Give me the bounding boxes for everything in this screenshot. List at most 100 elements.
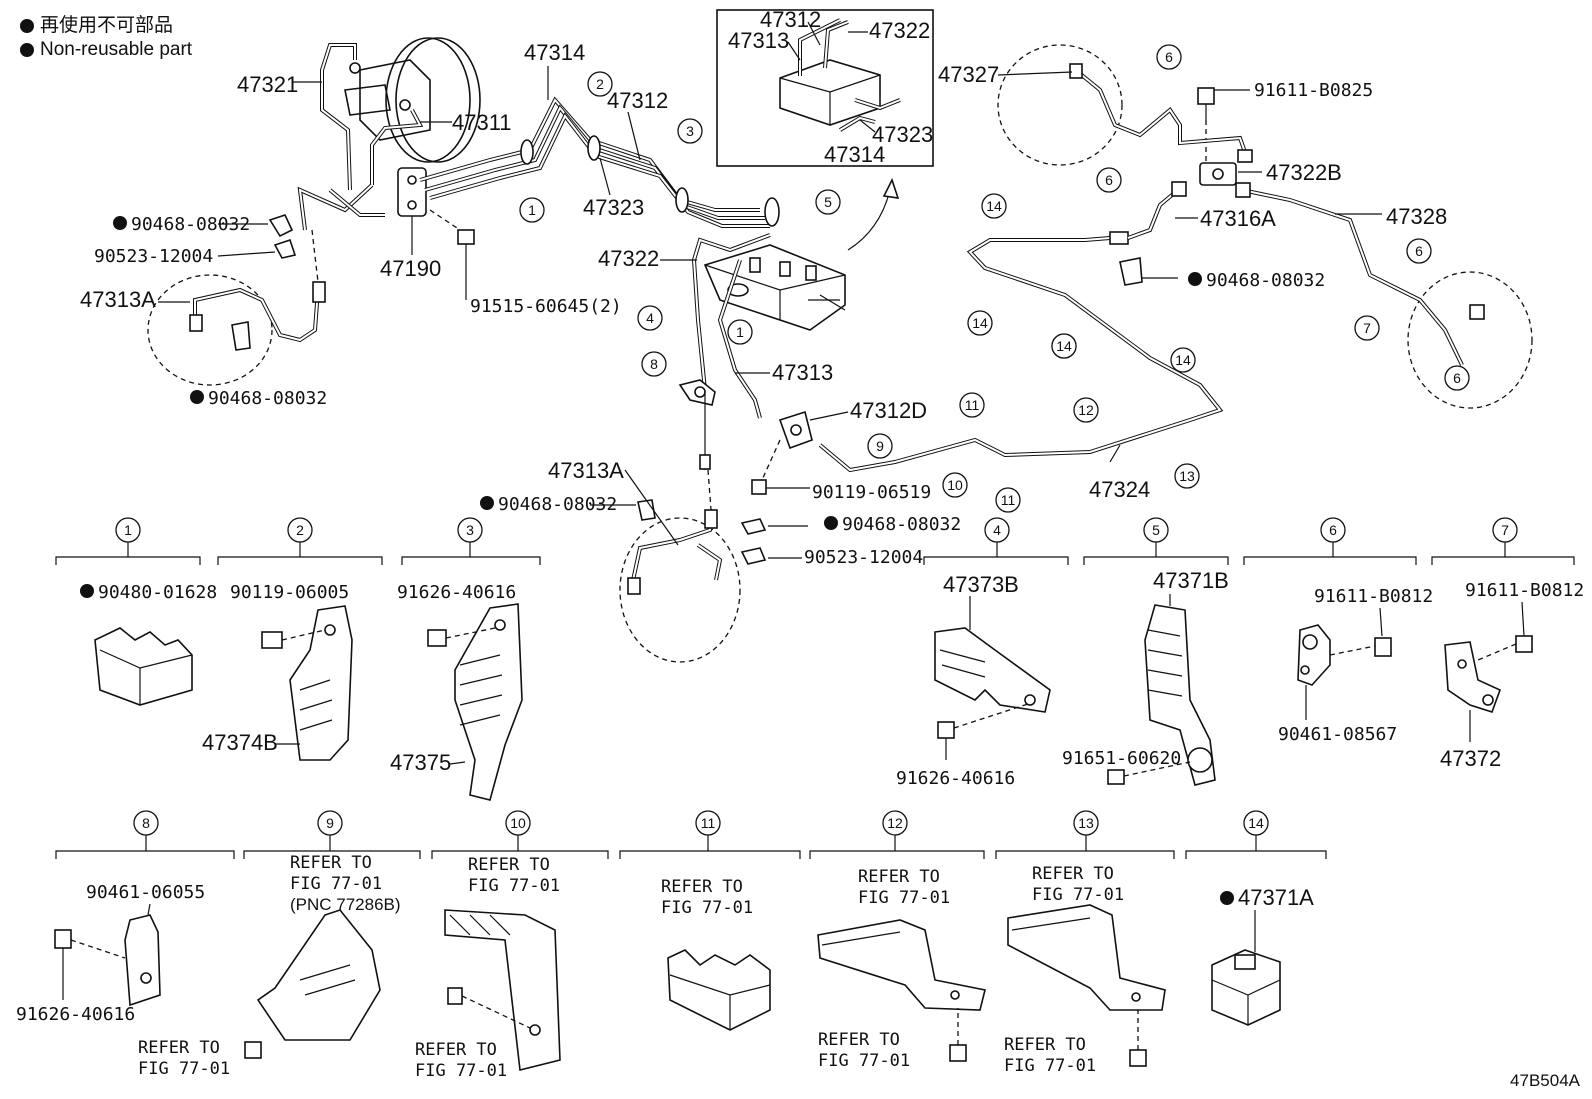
part-number-text: 90468-08032	[131, 214, 250, 235]
callout-c13: 13	[1174, 463, 1200, 489]
part-label-47322B: 47322B	[1266, 160, 1342, 185]
section-header-8: 8	[55, 810, 235, 859]
part-number-text: 91626-40616	[16, 1004, 135, 1025]
legend-text-en: Non-reusable part	[40, 39, 193, 60]
part-number-text: 90480-01628	[98, 582, 217, 603]
pipe-bundle-main	[419, 96, 780, 228]
section-number: 1	[124, 522, 132, 538]
part-number-text: 47373B	[943, 572, 1019, 597]
section-header-1: 1	[55, 517, 201, 565]
callout-c8: 8	[641, 351, 667, 377]
part-1-clamp	[94, 627, 193, 706]
part-2-bracket	[261, 605, 353, 761]
part-number-text: 47314	[524, 40, 585, 65]
pipe-left-front	[297, 183, 385, 231]
part-12-bracket	[817, 919, 986, 1062]
part-label-p6_90461: 90461-08567	[1278, 724, 1397, 745]
abs-actuator-block	[703, 244, 846, 331]
section-header-7: 7	[1431, 517, 1575, 565]
section-number: 7	[1501, 522, 1509, 538]
leader-line	[809, 411, 849, 421]
part-number-text: 91626-40616	[896, 768, 1015, 789]
non-reusable-dot-icon	[1188, 272, 1202, 286]
non-reusable-dot-icon	[113, 216, 127, 230]
part-number-text: 47322B	[1266, 160, 1342, 185]
section-header-5: 5	[1083, 517, 1229, 565]
part-label-47327: 47327	[938, 62, 999, 87]
refer-note-line: REFER TO	[858, 867, 940, 887]
pipe-47311	[370, 109, 424, 185]
callout-number: 12	[1078, 402, 1094, 418]
part-number-text: 90468-08032	[842, 514, 961, 535]
refer-note-line: (PNC 77286B)	[290, 895, 401, 914]
callout-number: 7	[1363, 320, 1371, 336]
inset-arrow-icon	[847, 177, 900, 251]
part-label-p2_90119: 90119-06005	[230, 582, 349, 603]
part-label-47321: 47321	[237, 72, 298, 97]
callout-number: 3	[686, 123, 694, 139]
part-number-text: 47316A	[1200, 206, 1276, 231]
callout-number: 14	[986, 198, 1002, 214]
part-label-90523b: 90523-12004	[804, 547, 923, 568]
clip-90468-rear	[1119, 257, 1143, 286]
part-number-text: 91651-60620	[1062, 748, 1181, 769]
legend-row-jp: 再使用不可部品	[20, 14, 192, 38]
callout-c5: 5	[815, 189, 841, 215]
clip-90468-right-center	[637, 499, 656, 521]
section-header-11: 11	[619, 810, 801, 859]
refer-note-line: REFER TO	[138, 1038, 220, 1058]
callout-c14d: 14	[1170, 347, 1196, 373]
callout-c3: 3	[677, 118, 703, 144]
part-8-clamp	[54, 914, 161, 1007]
part-number-text: 47312D	[850, 398, 927, 423]
part-label-p5_91651: 91651-60620	[1062, 748, 1181, 769]
leader-line	[627, 111, 641, 161]
hose-47313A-right	[619, 390, 741, 663]
section-header-14: 14	[1185, 810, 1327, 859]
legend-row-en: Non-reusable part	[20, 38, 192, 62]
part-number-text: 47313	[772, 360, 833, 385]
part-11-clamp	[667, 949, 771, 1031]
part-number-text: 47372	[1440, 746, 1501, 771]
callout-number: 4	[646, 310, 654, 326]
refer-note-line: REFER TO	[818, 1030, 900, 1050]
part-number-text: 47311	[452, 110, 512, 135]
leader-line	[1109, 444, 1121, 463]
leader-line	[624, 469, 679, 546]
section-number: 3	[466, 522, 474, 538]
leader-line	[1521, 601, 1525, 637]
pipe-47313	[717, 259, 762, 419]
part-number-text: 47313A	[80, 287, 156, 312]
part-7-clamp	[1444, 635, 1533, 713]
refer-note-line: REFER TO	[415, 1040, 497, 1060]
leader-line	[147, 903, 151, 916]
callout-number: 9	[876, 438, 884, 454]
leaders-layer	[147, 21, 1525, 952]
callout-c1a: 1	[519, 197, 545, 223]
part-number-text: 90468-08032	[208, 388, 327, 409]
refer-note-line: FIG 77-01	[415, 1061, 507, 1081]
section-number: 10	[510, 815, 526, 831]
part-label-p1_90480: 90480-01628	[80, 582, 217, 603]
refer-note-line: REFER TO	[1032, 864, 1114, 884]
refer-note-line: FIG 77-01	[138, 1059, 230, 1079]
part-label-90468b: 90468-08032	[190, 388, 327, 409]
part-label-p7_47372: 47372	[1440, 746, 1501, 771]
non-reusable-dot-icon	[480, 496, 494, 510]
callout-number: 10	[947, 477, 963, 493]
callout-c11b: 11	[995, 487, 1021, 513]
callout-number: 14	[1175, 352, 1191, 368]
part-label-p14_47371A: 47371A	[1220, 885, 1314, 910]
part-number-text: 47324	[1089, 477, 1150, 502]
part-4-bracket	[934, 627, 1051, 760]
refer-note-line: FIG 77-01	[1004, 1056, 1096, 1076]
callout-number: 14	[972, 315, 988, 331]
part-label-p2_47374B: 47374B	[202, 730, 278, 755]
pipe-47327	[997, 44, 1253, 166]
callout-c14e: 14	[1051, 333, 1077, 359]
